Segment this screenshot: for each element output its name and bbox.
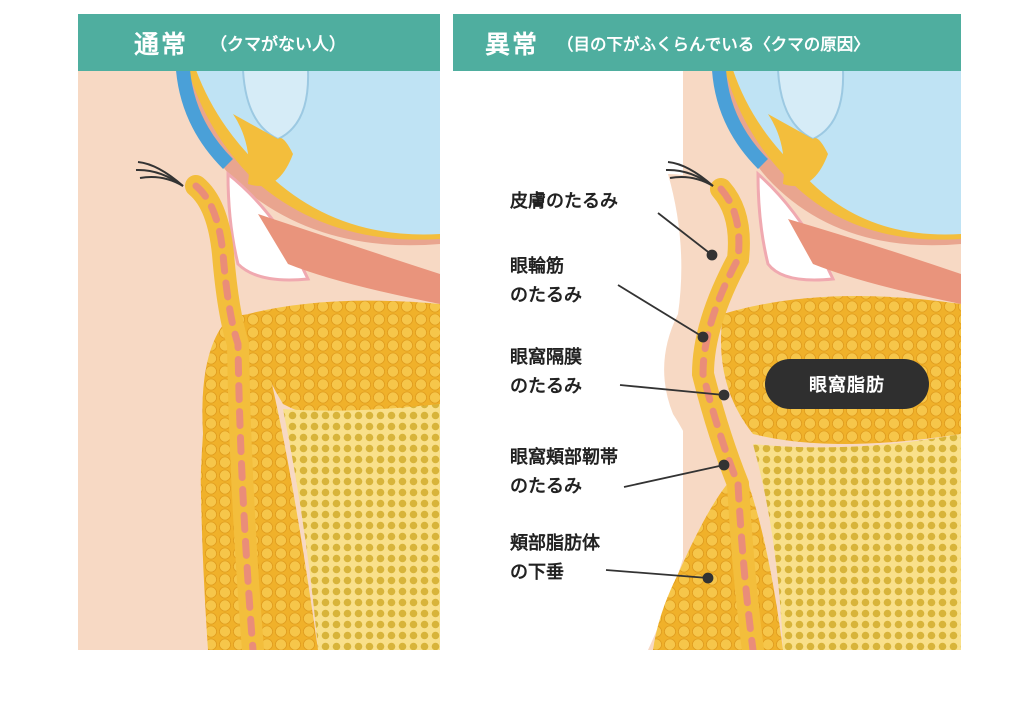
orbicularis-muscle — [192, 182, 257, 650]
callout-septum-line2: のたるみ — [510, 376, 582, 397]
orbital-fat-label: 眼窩脂肪 — [765, 359, 929, 409]
abnormal-header: 異常 （目の下がふくらんでいる〈クマの原因〉 — [453, 14, 961, 71]
eyelashes-icon — [665, 161, 714, 187]
abnormal-cross-section — [453, 69, 961, 650]
callout-skin-sagging: 皮膚のたるみ — [510, 187, 618, 216]
normal-cross-section — [135, 69, 440, 650]
callout-ligament: 眼窩頬部靭帯 のたるみ — [510, 443, 618, 501]
abnormal-subtitle: （目の下がふくらんでいる〈クマの原因〉 — [557, 34, 870, 54]
callout-orbicularis-line1: 眼輪筋 — [510, 256, 564, 277]
callout-cheek-fat: 頬部脂肪体 の下垂 — [510, 529, 600, 587]
cornea — [176, 69, 234, 169]
callout-septum-line1: 眼窩隔膜 — [510, 347, 582, 368]
callout-ligament-line1: 眼窩頬部靭帯 — [510, 447, 618, 468]
callout-orbicularis: 眼輪筋 のたるみ — [510, 252, 582, 310]
callout-septum: 眼窩隔膜 のたるみ — [510, 343, 582, 401]
normal-header: 通常 （クマがない人） — [78, 14, 440, 71]
eyelashes-icon — [135, 161, 184, 187]
callout-cheek-fat-line2: の下垂 — [510, 562, 564, 583]
callout-orbicularis-line2: のたるみ — [510, 285, 582, 306]
callout-ligament-line2: のたるみ — [510, 476, 582, 497]
normal-title: 通常 — [134, 29, 189, 59]
callout-cheek-fat-line1: 頬部脂肪体 — [510, 533, 600, 554]
normal-panel: 通常 （クマがない人） — [78, 14, 440, 650]
abnormal-panel: 異常 （目の下がふくらんでいる〈クマの原因〉 — [453, 14, 961, 650]
normal-subtitle: （クマがない人） — [210, 35, 347, 55]
abnormal-title: 異常 — [485, 29, 540, 59]
callout-skin-line1: 皮膚のたるみ — [510, 191, 618, 212]
